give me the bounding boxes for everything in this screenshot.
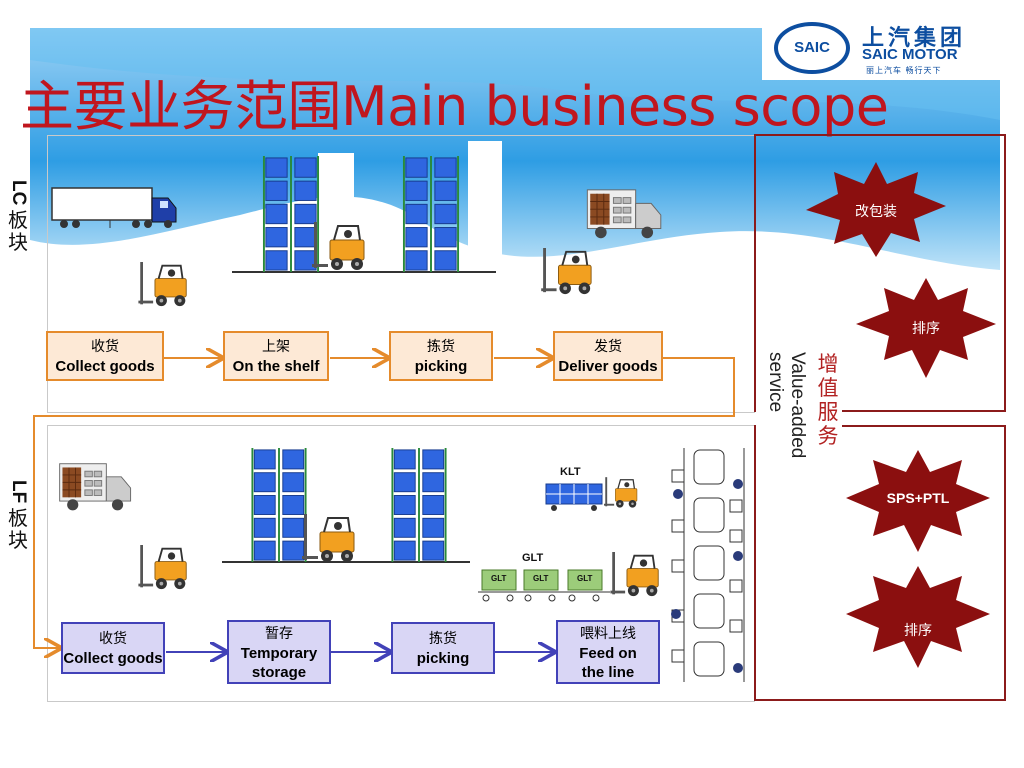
logo-slogan: 丽上汽车 畅行天下 xyxy=(866,66,942,75)
lf-step-picking: 拣货 picking xyxy=(391,622,495,674)
saic-badge-text: SAIC xyxy=(794,39,830,56)
star-icon xyxy=(846,566,990,668)
star-icon xyxy=(806,162,946,257)
delivery-truck-icon xyxy=(586,189,662,239)
value-added-en-label: Value-added service xyxy=(765,352,808,459)
glt-label: GLT xyxy=(522,552,544,564)
rack-icon xyxy=(402,156,460,272)
value-added-frame-top xyxy=(754,134,1006,412)
glt-train-icon xyxy=(478,552,660,602)
saic-logo: SAIC 上汽集团 SAIC MOTOR 丽上汽车 畅行天下 xyxy=(762,16,1008,80)
star-label-repack: 改包装 xyxy=(855,204,897,220)
lf-step-temporary-storage: 暂存 Temporary storage xyxy=(227,620,331,684)
logo-en-text: SAIC MOTOR xyxy=(862,46,958,63)
lc-step-deliver-goods: 发货 Deliver goods xyxy=(553,331,663,381)
klt-label: KLT xyxy=(560,466,581,478)
value-added-frame-bottom xyxy=(754,425,1006,701)
lc-section-label: LC 板块 xyxy=(8,180,29,255)
lc-step-on-the-shelf: 上架 On the shelf xyxy=(223,331,329,381)
lc-step-picking: 拣货 picking xyxy=(389,331,493,381)
klt-train-icon xyxy=(545,476,638,511)
forklift-icon xyxy=(138,262,188,308)
lf-step-collect-goods: 收货 Collect goods xyxy=(61,622,165,674)
star-icon xyxy=(846,450,990,552)
delivery-truck-icon xyxy=(59,463,132,511)
star-icon xyxy=(856,278,996,378)
rack-icon xyxy=(262,156,320,272)
forklift-icon xyxy=(138,545,188,591)
star-label-sps-ptl: SPS+PTL xyxy=(886,490,950,506)
star-label-sequence: 排序 xyxy=(912,321,940,337)
forklift-icon xyxy=(540,248,593,296)
value-added-cn-label: 增值服务 xyxy=(817,352,839,448)
rack-icon xyxy=(390,448,448,562)
assembly-line-icon xyxy=(671,448,745,682)
page-title: 主要业务范围Main business scope xyxy=(20,75,889,138)
logo-cn-text: 上汽集团 xyxy=(862,26,967,51)
forklift-icon xyxy=(302,514,355,563)
semi-truck-icon xyxy=(51,187,177,228)
star-shapes xyxy=(806,162,996,668)
lc-step-collect-goods: 收货 Collect goods xyxy=(46,331,164,381)
saic-badge-icon: SAIC xyxy=(774,22,850,74)
lf-section-label: LF 板块 xyxy=(8,480,29,553)
rack-icon xyxy=(250,448,308,562)
lf-step-feed-on-the-line: 喂料上线 Feed on the line xyxy=(556,620,660,684)
star-label-sequence-2: 排序 xyxy=(904,623,932,639)
value-added-label-bg xyxy=(756,340,842,510)
